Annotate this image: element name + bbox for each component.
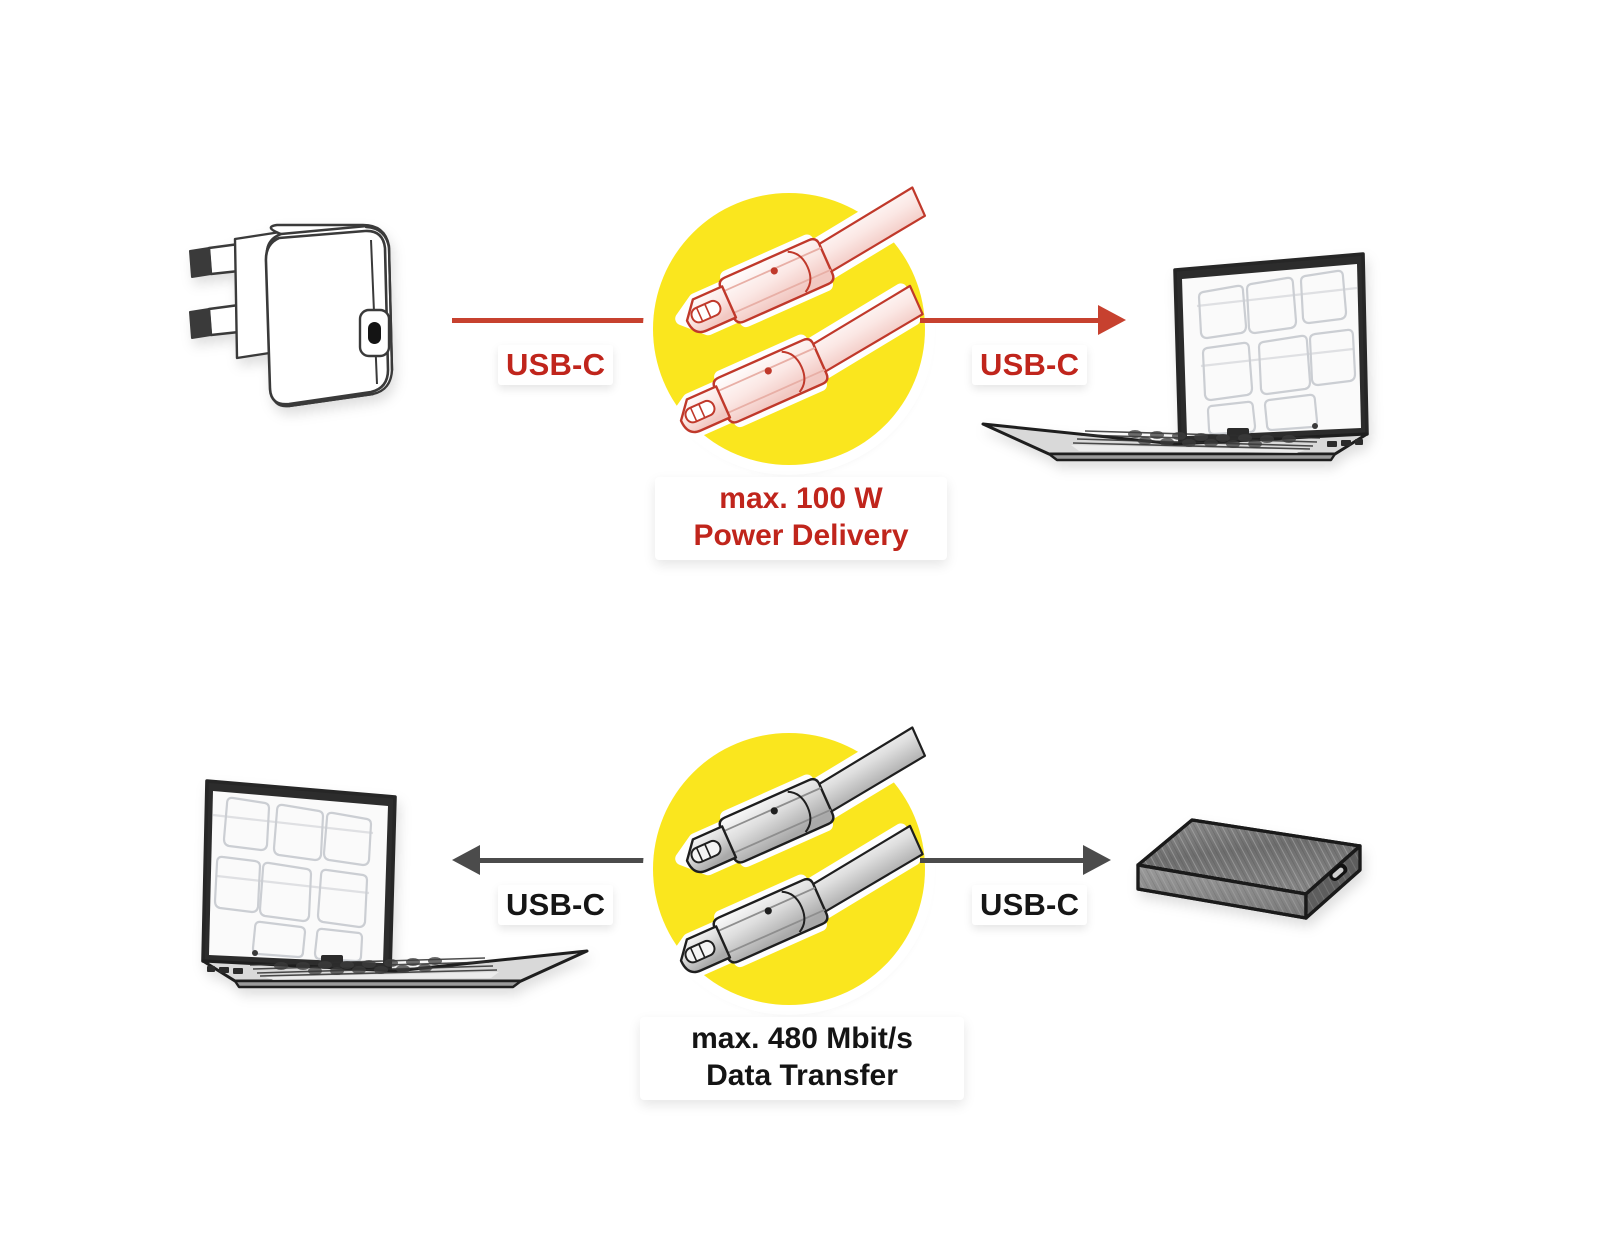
usb-c-port-icon <box>1329 863 1348 882</box>
power-delivery-row: USB-C <box>0 0 1600 620</box>
data-right-connector-line <box>920 858 1085 863</box>
data-transfer-caption: max. 480 Mbit/s Data Transfer <box>640 1017 964 1101</box>
power-arrow-head-right <box>1098 305 1126 335</box>
data-caption-line1: max. 480 Mbit/s <box>691 1022 913 1055</box>
data-transfer-badge <box>653 723 927 1005</box>
power-delivery-caption: max. 100 W Power Delivery <box>655 477 947 561</box>
power-right-connector-line <box>920 318 1100 323</box>
power-right-usbc-label: USB-C <box>972 345 1088 385</box>
power-delivery-badge <box>653 183 927 465</box>
power-caption-line1: max. 100 W <box>719 482 883 515</box>
data-caption-line2: Data Transfer <box>706 1058 898 1092</box>
power-caption-line2: Power Delivery <box>693 518 909 552</box>
data-arrow-head-right <box>1083 845 1111 875</box>
power-adapter-illustration <box>189 223 394 408</box>
data-left-connector-line <box>480 858 670 863</box>
usb-c-cable-red-icon <box>669 183 927 436</box>
usb-c-cable-grey-icon <box>669 723 927 976</box>
power-left-usbc-label: USB-C <box>498 345 614 385</box>
data-left-usbc-label: USB-C <box>498 885 614 925</box>
external-hard-drive-illustration <box>1136 818 1362 920</box>
power-left-connector-line <box>452 318 667 323</box>
usb-c-port-icon <box>358 308 391 358</box>
data-right-usbc-label: USB-C <box>972 885 1088 925</box>
laptop-illustration-right <box>981 252 1369 462</box>
data-arrow-head-left <box>452 845 480 875</box>
data-transfer-row: USB-C <box>0 620 1600 1241</box>
laptop-illustration-left <box>201 779 589 989</box>
